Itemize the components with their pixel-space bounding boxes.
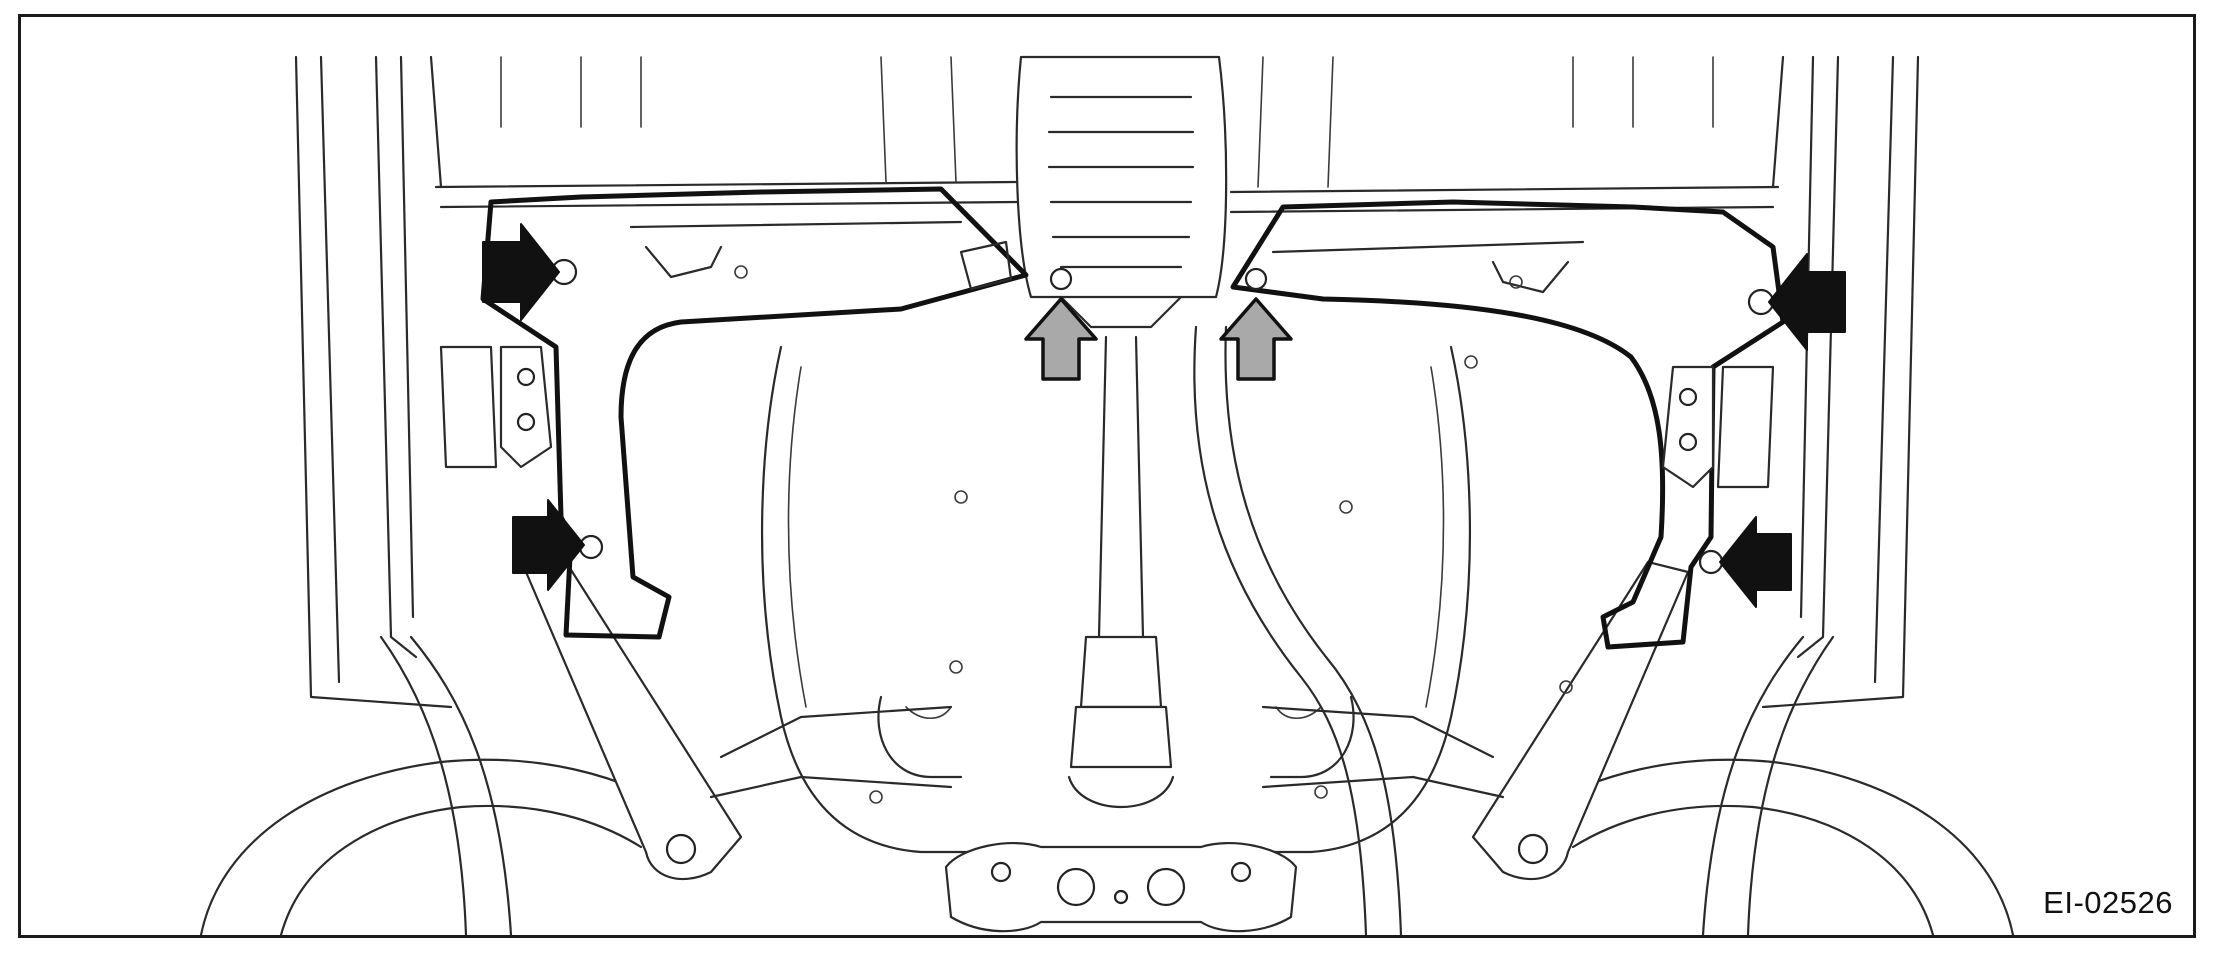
clip-right <box>1244 267 1268 291</box>
arrow-lower-left <box>512 499 585 591</box>
figure-frame: EI-02526 <box>18 14 2196 938</box>
exhaust-pipe <box>1193 325 1403 935</box>
fuel-tank <box>760 345 1472 854</box>
muffler <box>1015 55 1228 329</box>
right-heat-shield <box>1230 199 1786 650</box>
fastener-holes <box>734 265 1573 804</box>
bolt-lower-right <box>1698 549 1724 575</box>
arrow-clip-left <box>1024 297 1098 381</box>
left-bracket <box>439 345 553 469</box>
arrow-lower-right <box>1719 516 1792 608</box>
body-panels <box>294 55 1920 709</box>
right-bracket <box>1661 365 1775 489</box>
clip-left <box>1049 267 1073 291</box>
propeller-shaft <box>1067 335 1175 808</box>
arrow-clip-right <box>1219 297 1293 381</box>
rear-differential <box>944 841 1298 933</box>
arrow-upper-left <box>482 223 560 321</box>
arrow-upper-right <box>1768 253 1846 351</box>
left-heat-shield <box>480 186 1029 640</box>
left-wheel <box>199 635 673 935</box>
figure-code: EI-02526 <box>2041 885 2175 921</box>
left-suspension-arm <box>524 560 953 881</box>
underbody-diagram <box>199 55 2015 935</box>
right-suspension-arm <box>1261 560 1690 881</box>
right-wheel <box>1541 635 2015 935</box>
